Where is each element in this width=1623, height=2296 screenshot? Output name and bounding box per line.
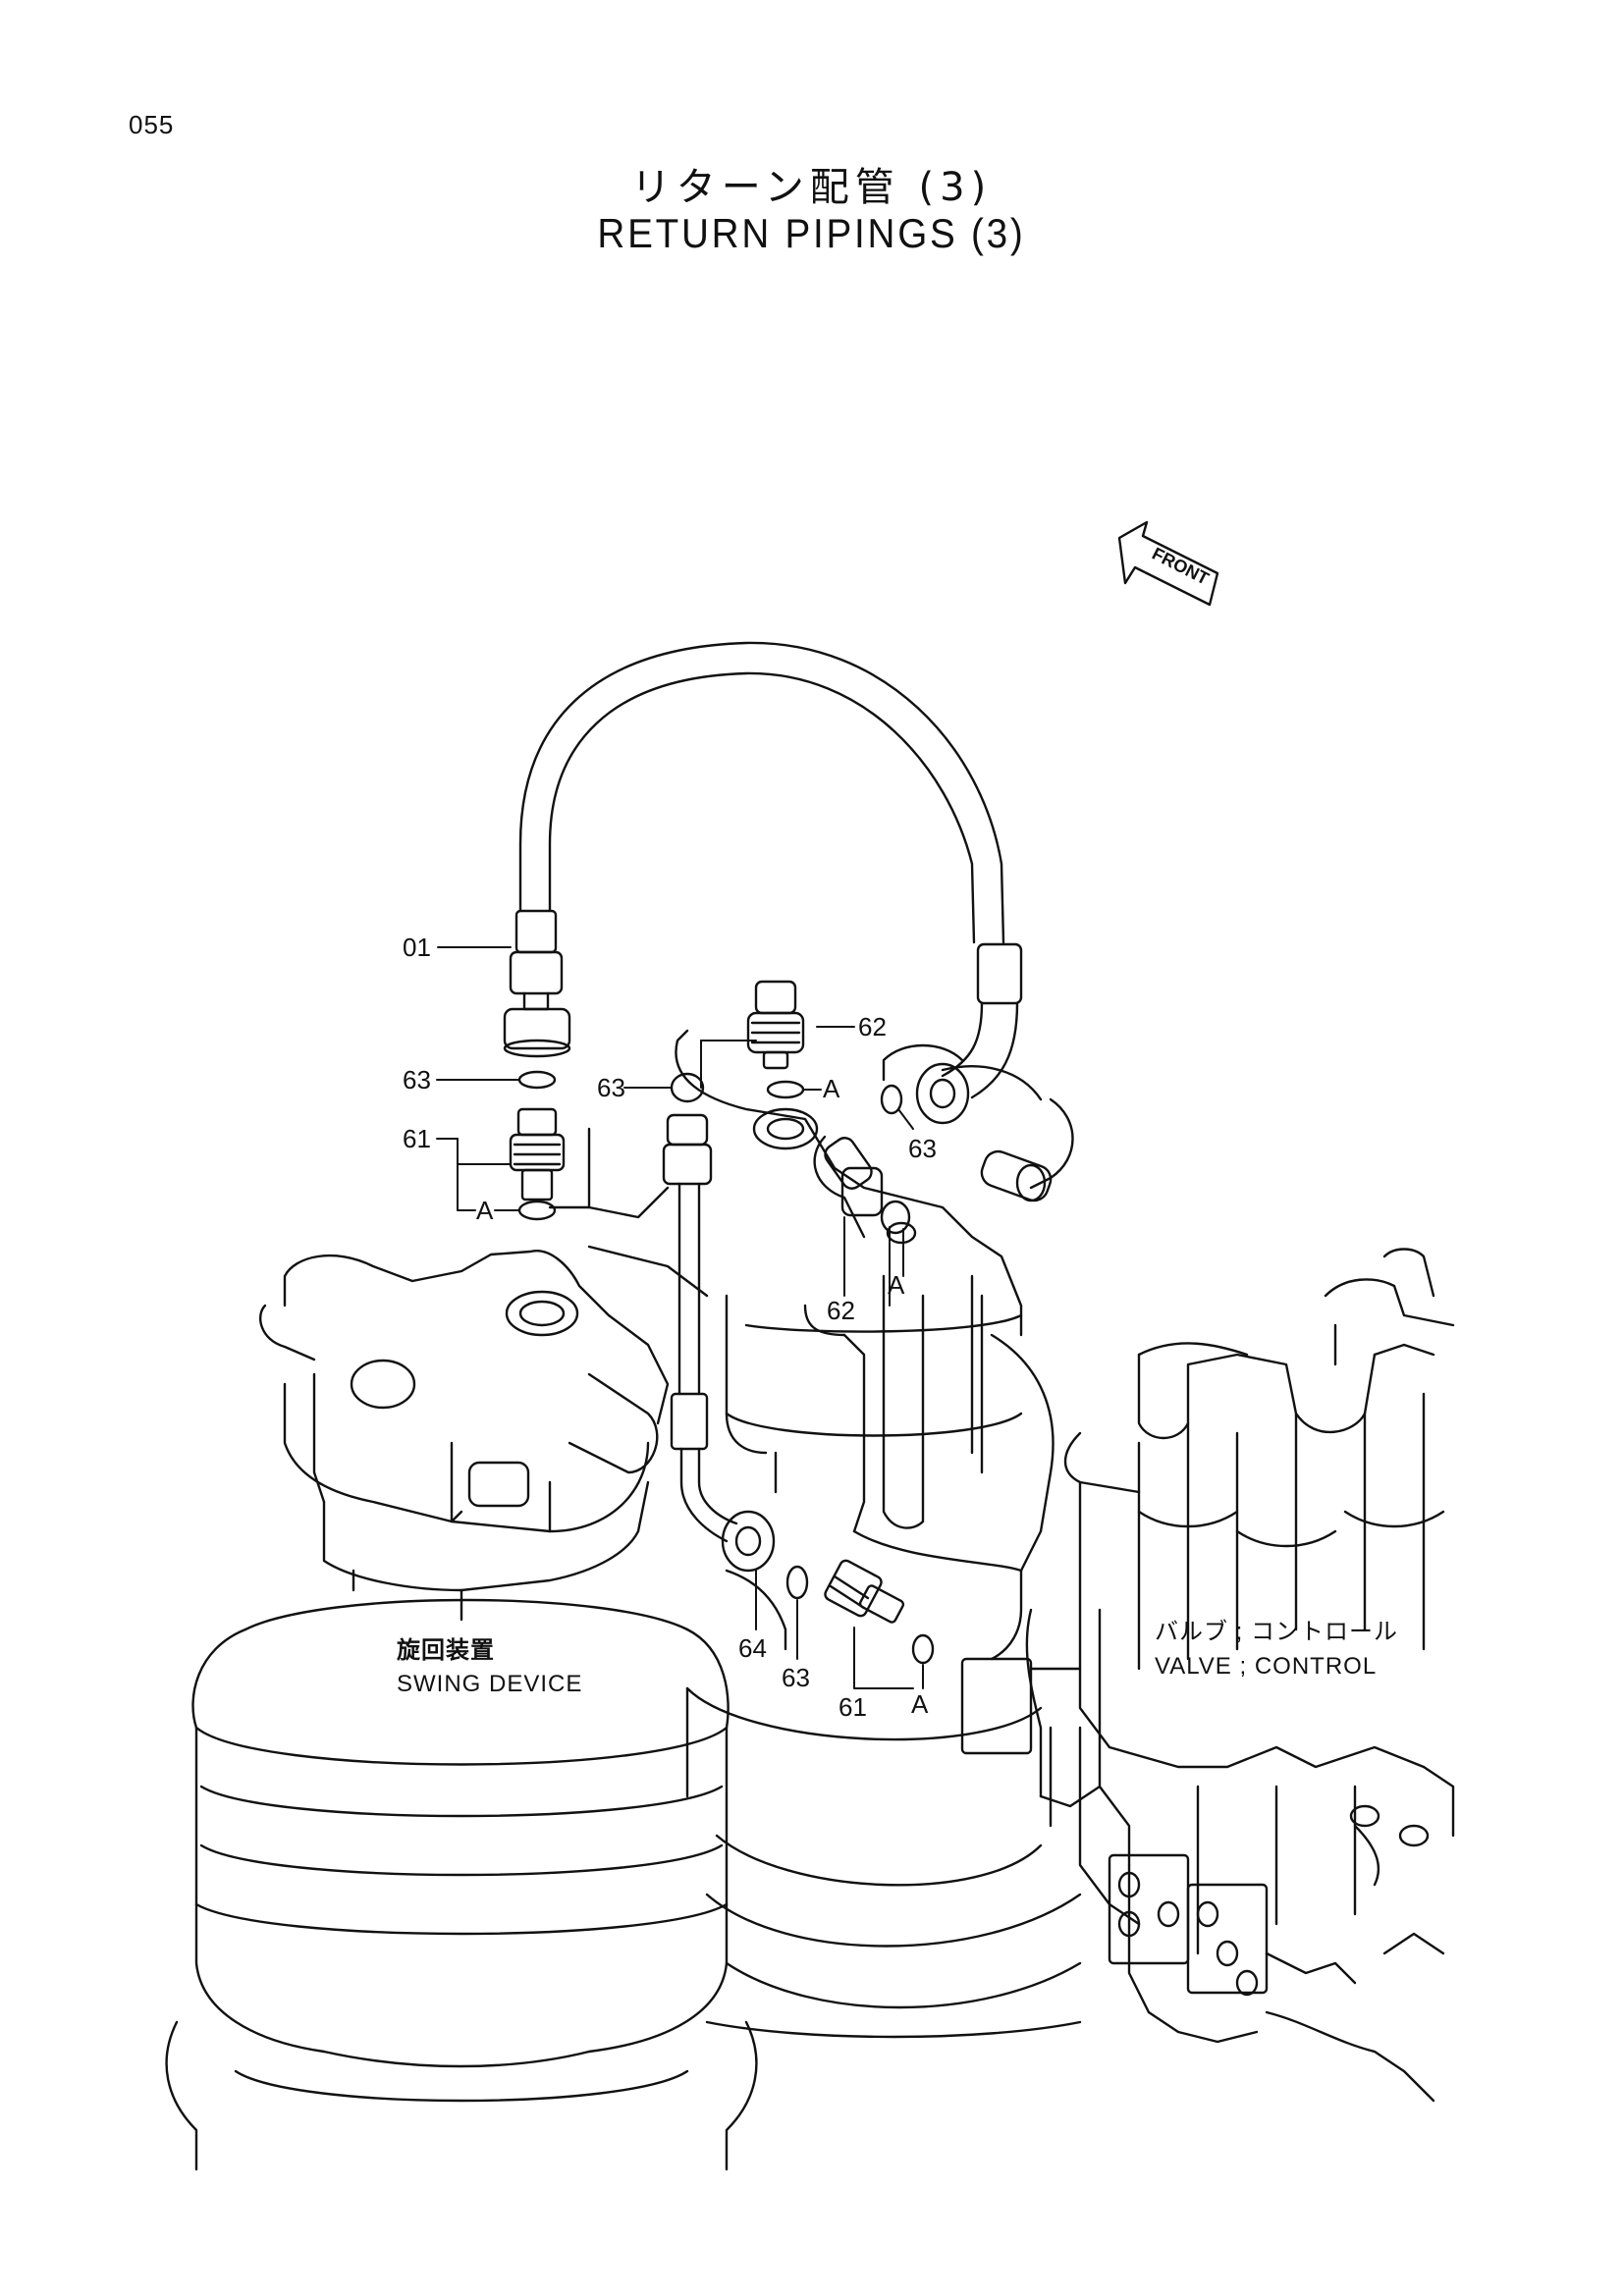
control-valve-ja-label: バルブ ; コントロール (1155, 1619, 1398, 1645)
callout-a-top: A (823, 1074, 840, 1103)
callout-63-mid: 63 (597, 1073, 625, 1102)
title-japanese: リターン配管 (3) (630, 165, 993, 210)
front-arrow-icon: FRONT (1117, 520, 1219, 607)
swing-device-ja-label: 旋回装置 (396, 1637, 495, 1664)
callout-62-top: 62 (858, 1012, 887, 1041)
page-number: 055 (129, 110, 175, 139)
component-labels: 旋回装置 SWING DEVICE バルブ ; コントロール VALVE ; C… (396, 1619, 1398, 1697)
callouts: 01 63 61 A 62 63 A 63 A 62 64 63 61 A (403, 933, 937, 1722)
callout-a-right: A (888, 1270, 905, 1300)
centre-body (548, 1029, 1082, 2039)
leader-lines (436, 946, 924, 1689)
callout-a-bottom: A (911, 1689, 929, 1719)
swing-device-drawing (165, 1250, 758, 2171)
callout-64: 64 (738, 1633, 767, 1663)
callout-61-left: 61 (403, 1124, 431, 1153)
title-english: RETURN PIPINGS (3) (597, 210, 1026, 256)
left-fittings (509, 1070, 566, 1221)
front-label: FRONT (1149, 544, 1212, 589)
callout-63-right: 63 (908, 1134, 937, 1163)
callout-01: 01 (403, 933, 431, 962)
callout-63-bottom: 63 (782, 1663, 810, 1692)
bottom-fittings (785, 1559, 935, 1665)
callout-62-lower: 62 (827, 1296, 855, 1325)
control-valve-en-label: VALVE ; CONTROL (1155, 1653, 1377, 1680)
central-pipe (662, 1113, 776, 1573)
callout-63-left: 63 (403, 1065, 431, 1095)
callout-61-bottom: 61 (839, 1692, 867, 1722)
callout-a-left: A (476, 1196, 494, 1225)
swing-device-en-label: SWING DEVICE (397, 1671, 582, 1697)
control-valve-drawing (960, 1248, 1455, 2103)
return-hose (503, 641, 1023, 1125)
